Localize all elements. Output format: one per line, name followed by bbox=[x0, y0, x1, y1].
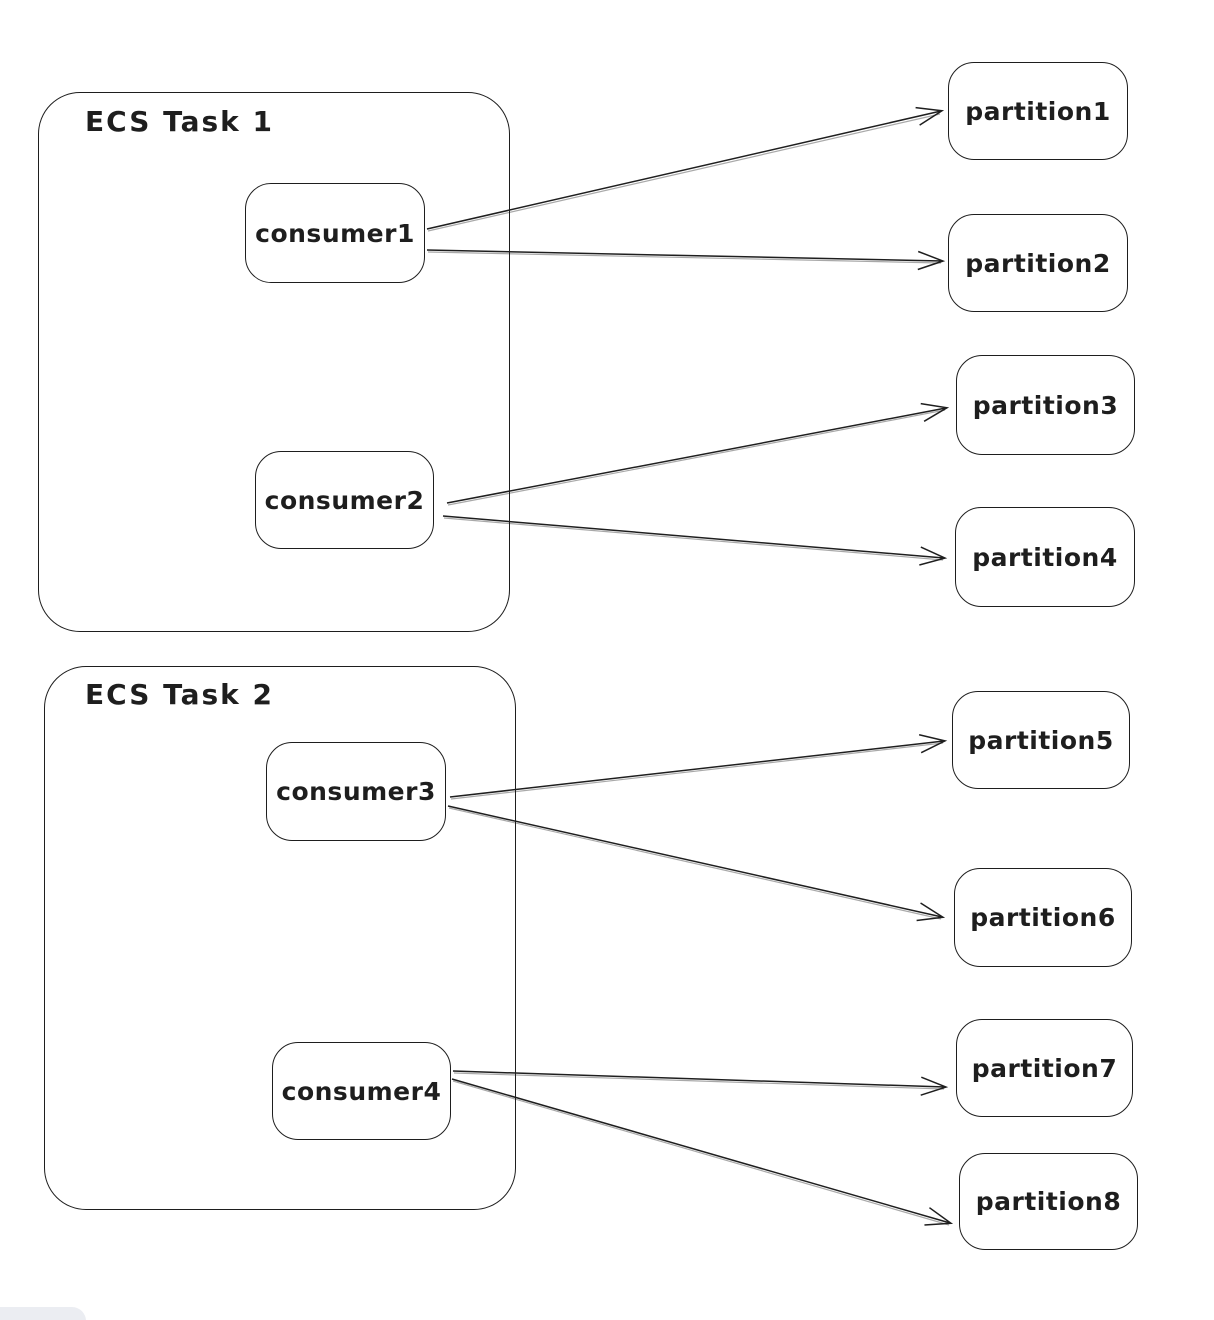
arrow-consumer4-to-partition7[interactable] bbox=[452, 1070, 949, 1096]
arrow-consumer3-to-partition6[interactable] bbox=[447, 805, 946, 922]
node-partition8[interactable]: partition8 bbox=[959, 1153, 1138, 1250]
node-consumer2[interactable]: consumer2 bbox=[255, 451, 434, 549]
node-consumer4[interactable]: consumer4 bbox=[272, 1042, 451, 1140]
node-consumer1-label: consumer1 bbox=[255, 218, 415, 248]
group-ecs-task-2[interactable] bbox=[44, 666, 516, 1210]
arrow-consumer2-to-partition4[interactable] bbox=[442, 515, 948, 566]
arrow-consumer4-to-partition8[interactable] bbox=[451, 1078, 954, 1226]
node-partition5-label: partition5 bbox=[968, 725, 1114, 755]
node-partition7-label: partition7 bbox=[971, 1053, 1118, 1083]
node-partition3-label: partition3 bbox=[972, 390, 1119, 420]
node-consumer3[interactable]: consumer3 bbox=[266, 742, 446, 841]
node-consumer1[interactable]: consumer1 bbox=[245, 183, 425, 283]
node-partition7[interactable]: partition7 bbox=[956, 1019, 1133, 1117]
group-ecs-task-1-label: ECS Task 1 bbox=[85, 105, 275, 138]
bottom-left-panel[interactable] bbox=[0, 1307, 86, 1320]
node-partition1-label: partition1 bbox=[965, 96, 1111, 126]
node-partition6[interactable]: partition6 bbox=[954, 868, 1132, 967]
node-partition2[interactable]: partition2 bbox=[948, 214, 1128, 312]
node-consumer4-label: consumer4 bbox=[281, 1076, 442, 1106]
node-partition2-label: partition2 bbox=[965, 248, 1111, 278]
node-partition1[interactable]: partition1 bbox=[948, 62, 1128, 160]
node-partition6-label: partition6 bbox=[970, 903, 1116, 932]
node-partition8-label: partition8 bbox=[975, 1187, 1122, 1216]
group-ecs-task-1[interactable] bbox=[38, 92, 510, 632]
arrow-consumer2-to-partition3[interactable] bbox=[446, 402, 950, 506]
node-partition4[interactable]: partition4 bbox=[955, 507, 1135, 607]
node-partition5[interactable]: partition5 bbox=[952, 691, 1130, 789]
group-ecs-task-2-label: ECS Task 2 bbox=[85, 678, 275, 711]
node-partition4-label: partition4 bbox=[972, 542, 1118, 572]
node-consumer3-label: consumer3 bbox=[276, 777, 436, 806]
node-consumer2-label: consumer2 bbox=[264, 485, 425, 515]
arrow-consumer3-to-partition5[interactable] bbox=[449, 734, 948, 800]
node-partition3[interactable]: partition3 bbox=[956, 355, 1135, 455]
